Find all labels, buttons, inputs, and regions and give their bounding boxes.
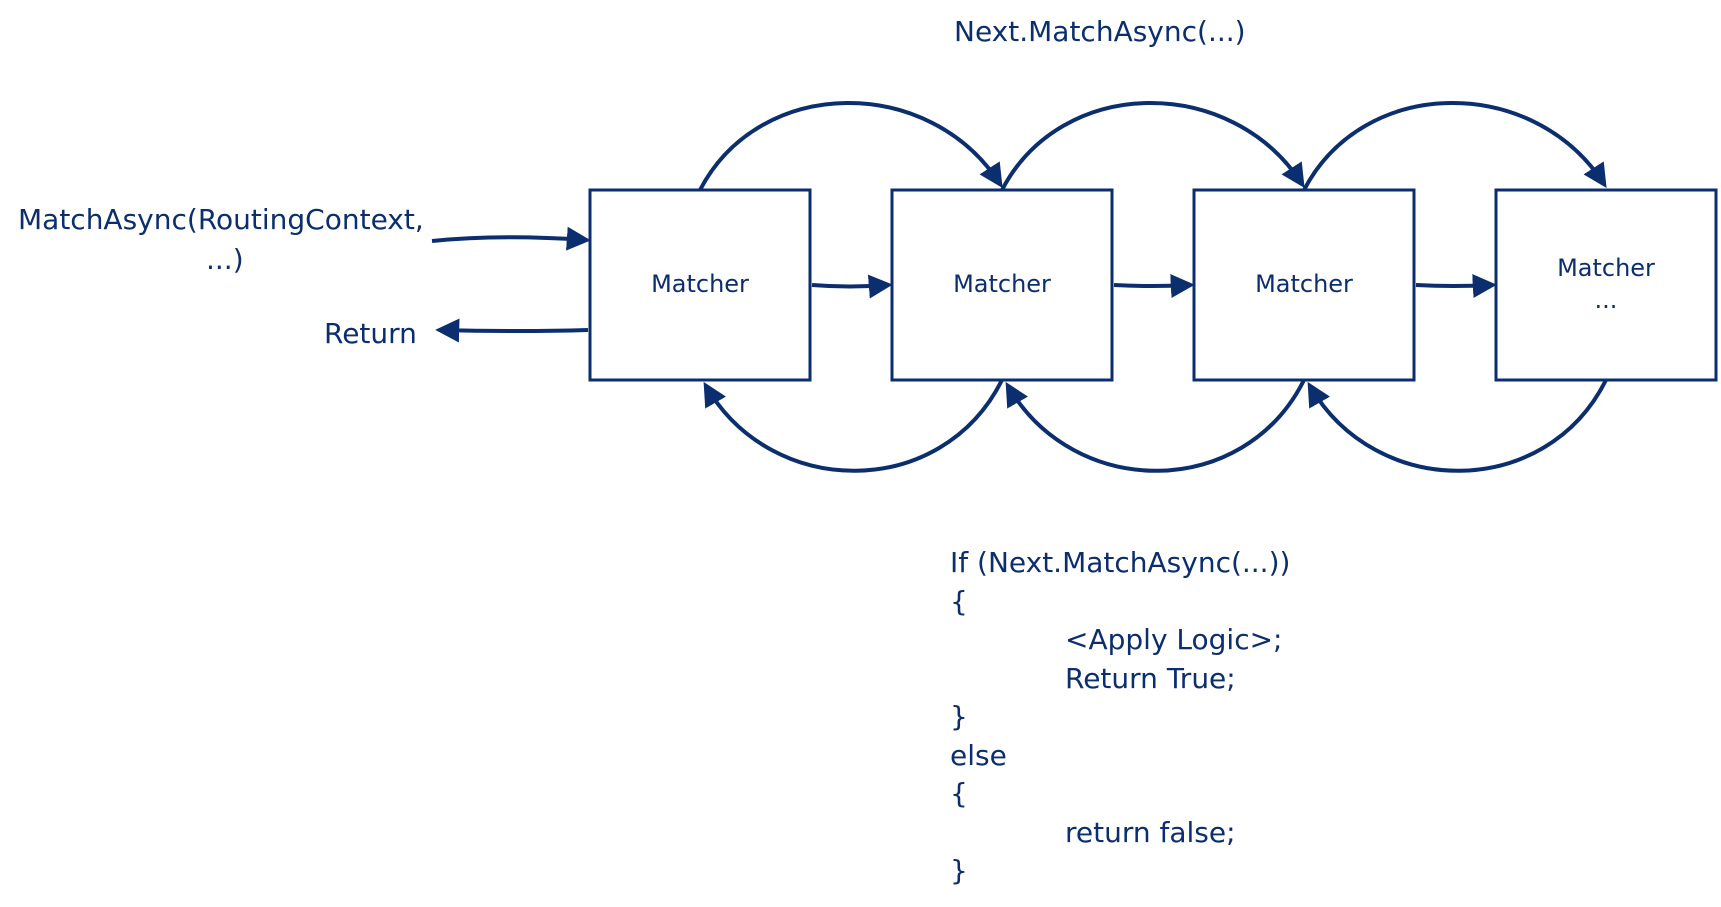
matcher-title-3: Matcher (1255, 270, 1353, 298)
code-line-return-false: return false; (1065, 815, 1236, 849)
matcher-label-1: Matcher (590, 268, 810, 300)
code-line-close-brace-2: } (950, 854, 968, 887)
matcher-label-2: Matcher (892, 268, 1112, 300)
code-line-apply-logic: <Apply Logic>; (1065, 623, 1283, 656)
code-line-return-true: Return True; (1065, 661, 1236, 695)
chain-arrow-2-3 (1113, 274, 1195, 298)
return-label: Return (324, 317, 417, 350)
call-arc-1-2 (698, 101, 1003, 191)
code-line-else: else (950, 738, 1007, 772)
return-arc-4-3 (1307, 379, 1608, 473)
matcher-title-1: Matcher (651, 270, 749, 298)
return-arrow (435, 318, 589, 343)
pseudo-code-block: If (Next.MatchAsync(...)) { <Apply Logic… (950, 544, 1290, 891)
call-arc-2-3 (1000, 101, 1305, 191)
entry-call-label-line1: MatchAsync(RoutingContext, (18, 203, 424, 236)
entry-arrow (431, 226, 591, 251)
code-line-open-brace-1: { (950, 584, 968, 618)
entry-call-label-line2: ...) (206, 243, 244, 276)
code-line-close-brace-1: } (950, 700, 968, 733)
chain-arrow-1-2 (811, 274, 893, 299)
code-line-open-brace-2: { (950, 777, 968, 810)
matcher-ellipsis-4: ... (1594, 286, 1618, 315)
chain-arrow-3-4 (1415, 274, 1497, 298)
matcher-title-4: Matcher (1557, 254, 1655, 282)
matcher-label-3: Matcher (1194, 268, 1414, 300)
matcher-title-2: Matcher (953, 270, 1051, 298)
next-match-async-label: Next.MatchAsync(...) (954, 15, 1246, 48)
call-arc-3-4 (1302, 101, 1607, 191)
return-arc-3-2 (1005, 379, 1306, 473)
return-arc-2-1 (703, 379, 1004, 473)
code-line-if: If (Next.MatchAsync(...)) (950, 546, 1291, 579)
matcher-label-4: Matcher ... (1496, 252, 1716, 317)
